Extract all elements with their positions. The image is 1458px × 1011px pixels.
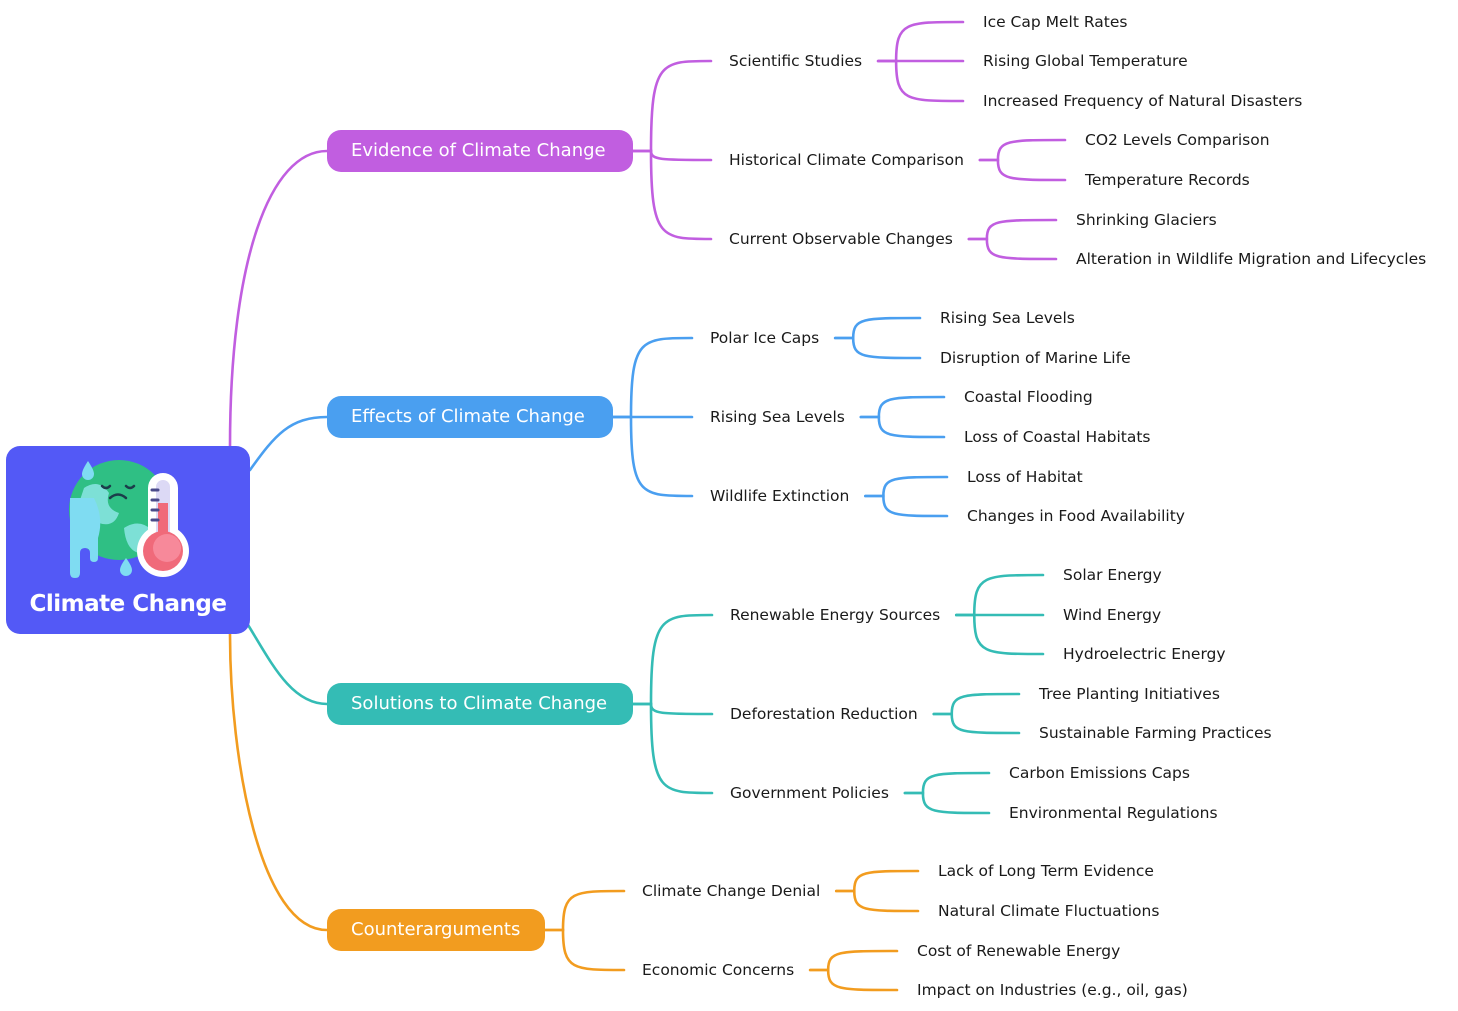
subtopic-node[interactable]: Government Policies — [730, 784, 889, 802]
subtopic-node[interactable]: Historical Climate Comparison — [729, 151, 964, 169]
leaf-node[interactable]: Disruption of Marine Life — [940, 349, 1131, 367]
subtopic-connector-0-2 — [631, 149, 713, 241]
item-connector-1-1-1 — [859, 415, 946, 439]
subtopic-connector-1-0 — [611, 336, 694, 419]
leaf-node[interactable]: Increased Frequency of Natural Disasters — [983, 92, 1303, 110]
leaf-node[interactable]: Lack of Long Term Evidence — [938, 862, 1154, 880]
leaf-node[interactable]: Temperature Records — [1085, 171, 1250, 189]
subtopic-connector-3-1 — [543, 928, 626, 972]
leaf-node[interactable]: Carbon Emissions Caps — [1009, 764, 1190, 782]
leaf-node[interactable]: Alteration in Wildlife Migration and Lif… — [1076, 250, 1427, 268]
leaf-node[interactable]: CO2 Levels Comparison — [1085, 131, 1270, 149]
branch-node-solutions[interactable]: Solutions to Climate Change — [327, 683, 633, 725]
branch-node-counter[interactable]: Counterarguments — [327, 909, 545, 951]
subtopic-connector-2-0 — [631, 613, 714, 706]
leaf-node[interactable]: Changes in Food Availability — [967, 507, 1185, 525]
leaf-node[interactable]: Shrinking Glaciers — [1076, 211, 1217, 229]
item-connector-0-1-0 — [978, 138, 1067, 162]
root-connector-evidence — [228, 149, 329, 448]
leaf-node[interactable]: Wind Energy — [1063, 606, 1162, 624]
item-connector-2-1-0 — [932, 692, 1021, 716]
leaf-node[interactable]: Cost of Renewable Energy — [917, 942, 1121, 960]
subtopic-node[interactable]: Current Observable Changes — [729, 230, 953, 248]
leaf-node[interactable]: Loss of Coastal Habitats — [964, 428, 1151, 446]
root-label: Climate Change — [29, 591, 227, 617]
subtopic-node[interactable]: Polar Ice Caps — [710, 329, 820, 347]
item-connector-3-0-0 — [834, 869, 920, 893]
item-connector-1-0-0 — [833, 316, 922, 340]
leaf-node[interactable]: Impact on Industries (e.g., oil, gas) — [917, 981, 1188, 999]
item-connector-3-0-1 — [834, 889, 920, 913]
root-node[interactable]: Climate Change — [6, 446, 250, 634]
item-connector-3-1-1 — [808, 968, 899, 992]
earth-thermometer-icon — [69, 460, 189, 578]
subtopic-connector-3-0 — [543, 889, 626, 932]
subtopic-node[interactable]: Scientific Studies — [729, 52, 863, 70]
item-connector-0-0-2 — [876, 59, 965, 103]
subtopic-connector-2-2 — [631, 702, 714, 795]
item-connector-2-0-0 — [954, 573, 1045, 617]
subtopic-node[interactable]: Economic Concerns — [642, 961, 795, 979]
root-connector-solutions — [243, 618, 329, 706]
leaf-node[interactable]: Loss of Habitat — [967, 468, 1083, 486]
leaf-node[interactable]: Ice Cap Melt Rates — [983, 13, 1128, 31]
leaf-node[interactable]: Coastal Flooding — [964, 388, 1093, 406]
leaf-node[interactable]: Natural Climate Fluctuations — [938, 902, 1160, 920]
subtopic-connector-2-1 — [631, 702, 714, 716]
root-connector-effects — [248, 415, 329, 472]
subtopic-node[interactable]: Wildlife Extinction — [710, 487, 850, 505]
branch-node-effects[interactable]: Effects of Climate Change — [327, 396, 613, 438]
branch-node-evidence[interactable]: Evidence of Climate Change — [327, 130, 633, 172]
item-connector-0-1-1 — [978, 158, 1067, 182]
leaf-node[interactable]: Environmental Regulations — [1009, 804, 1218, 822]
subtopic-node[interactable]: Climate Change Denial — [642, 882, 821, 900]
leaf-node[interactable]: Rising Sea Levels — [940, 309, 1075, 327]
leaf-node[interactable]: Solar Energy — [1063, 566, 1162, 584]
leaf-node[interactable]: Hydroelectric Energy — [1063, 645, 1226, 663]
item-connector-2-1-1 — [932, 712, 1021, 735]
subtopic-node[interactable]: Renewable Energy Sources — [730, 606, 941, 624]
leaf-node[interactable]: Rising Global Temperature — [983, 52, 1188, 70]
item-connector-1-2-1 — [864, 494, 949, 518]
subtopic-connector-0-1 — [631, 149, 713, 162]
item-connector-2-2-0 — [903, 771, 991, 795]
item-connector-1-2-0 — [864, 475, 949, 498]
item-connector-2-0-2 — [954, 613, 1045, 656]
item-connector-1-0-1 — [833, 336, 922, 360]
item-connector-2-2-1 — [903, 791, 991, 815]
item-connector-3-1-0 — [808, 949, 899, 972]
leaf-node[interactable]: Sustainable Farming Practices — [1039, 724, 1272, 742]
item-connector-0-0-0 — [876, 20, 965, 63]
root-connector-counter — [228, 632, 329, 932]
subtopic-connector-0-0 — [631, 59, 713, 153]
item-connector-0-2-0 — [967, 218, 1058, 241]
subtopic-connector-1-2 — [611, 415, 694, 498]
subtopic-node[interactable]: Rising Sea Levels — [710, 408, 845, 426]
subtopic-node[interactable]: Deforestation Reduction — [730, 705, 918, 723]
item-connector-1-1-0 — [859, 395, 946, 419]
item-connector-0-2-1 — [967, 237, 1058, 261]
leaf-node[interactable]: Tree Planting Initiatives — [1039, 685, 1220, 703]
